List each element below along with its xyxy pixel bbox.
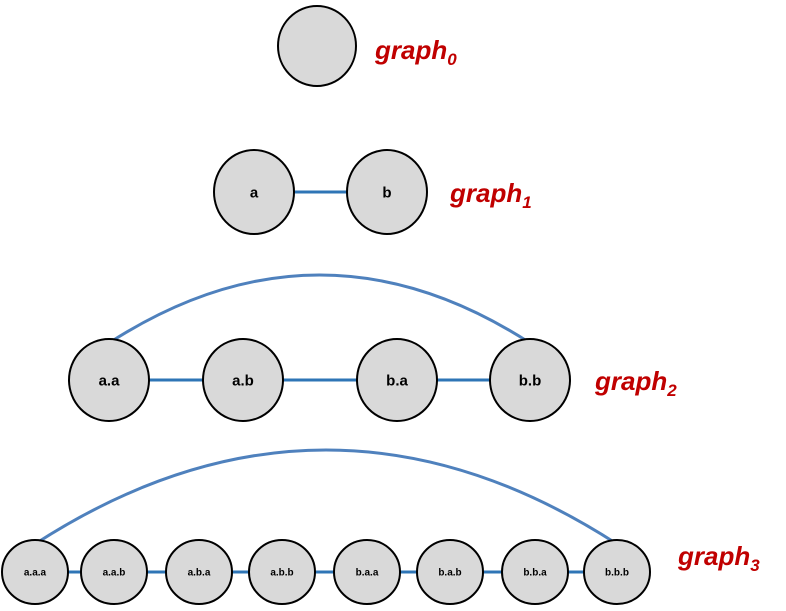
graph-3-node-label-0: a.a.a <box>24 568 47 579</box>
graph-3-node-label-7: b.b.b <box>605 568 629 579</box>
graph-3-node-label-3: a.b.b <box>270 568 293 579</box>
graph-2-node-label-0: a.a <box>99 372 121 389</box>
graph-2-arc-0 <box>108 273 531 345</box>
graph-1-node-0 <box>213 149 295 235</box>
graph-2-title-index: 2 <box>666 381 677 400</box>
graph-2-node-label-3: b.b <box>519 372 542 389</box>
graph-2-node-2 <box>356 338 438 422</box>
graph-3-node-label-1: a.a.b <box>103 568 126 579</box>
graph-3-node-7 <box>583 539 651 605</box>
graph-1-node-1 <box>346 149 428 235</box>
graph-3-node-1 <box>80 539 148 605</box>
graph-2-node-label-1: a.b <box>232 372 254 389</box>
graph-1-node-label-0: a <box>250 184 259 201</box>
graph-3-title-index: 3 <box>750 556 760 575</box>
graph-3-node-5 <box>416 539 484 605</box>
graph-3-node-label-5: b.a.b <box>438 568 461 579</box>
graph-3-title-name: graph <box>677 541 750 571</box>
graph-1: a b graph1 <box>213 149 532 235</box>
graph-2-node-label-2: b.a <box>386 372 408 389</box>
graph-3-node-label-2: a.b.a <box>188 568 211 579</box>
graph-2-node-0 <box>68 338 150 422</box>
graph-0: graph0 <box>277 5 457 87</box>
graph-3-title: graph3 <box>677 541 760 575</box>
graph-3-node-6 <box>501 539 569 605</box>
graph-1-title: graph1 <box>449 178 532 212</box>
graph-0-node-0 <box>277 5 357 87</box>
graph-3-node-4 <box>333 539 401 605</box>
graph-3-node-3 <box>248 539 316 605</box>
graph-2-node-3 <box>489 338 571 422</box>
graph-2-node-1 <box>202 338 284 422</box>
graph-2-title: graph2 <box>594 366 677 400</box>
graph-1-node-label-1: b <box>382 184 391 201</box>
graph-3: a.a.a a.a.b a.b.a a.b.b b.a.a b.a.b b.b.a b.b.b… <box>1 448 760 605</box>
graph-0-title: graph0 <box>374 35 457 69</box>
graph-1-title-index: 1 <box>522 193 531 212</box>
graph-2: a.a a.b b.a b.b graph2 <box>68 273 677 422</box>
graph-0-title-index: 0 <box>447 50 457 69</box>
graph-3-node-2 <box>165 539 233 605</box>
graph-3-node-label-4: b.a.a <box>356 568 379 579</box>
graph-1-title-name: graph <box>449 178 522 208</box>
graph-3-node-label-6: b.b.a <box>523 568 547 579</box>
graph-3-node-0 <box>1 539 69 605</box>
graph-0-title-name: graph <box>374 35 447 65</box>
graph-3-arc-0 <box>34 448 618 546</box>
graph-2-title-name: graph <box>594 366 667 396</box>
